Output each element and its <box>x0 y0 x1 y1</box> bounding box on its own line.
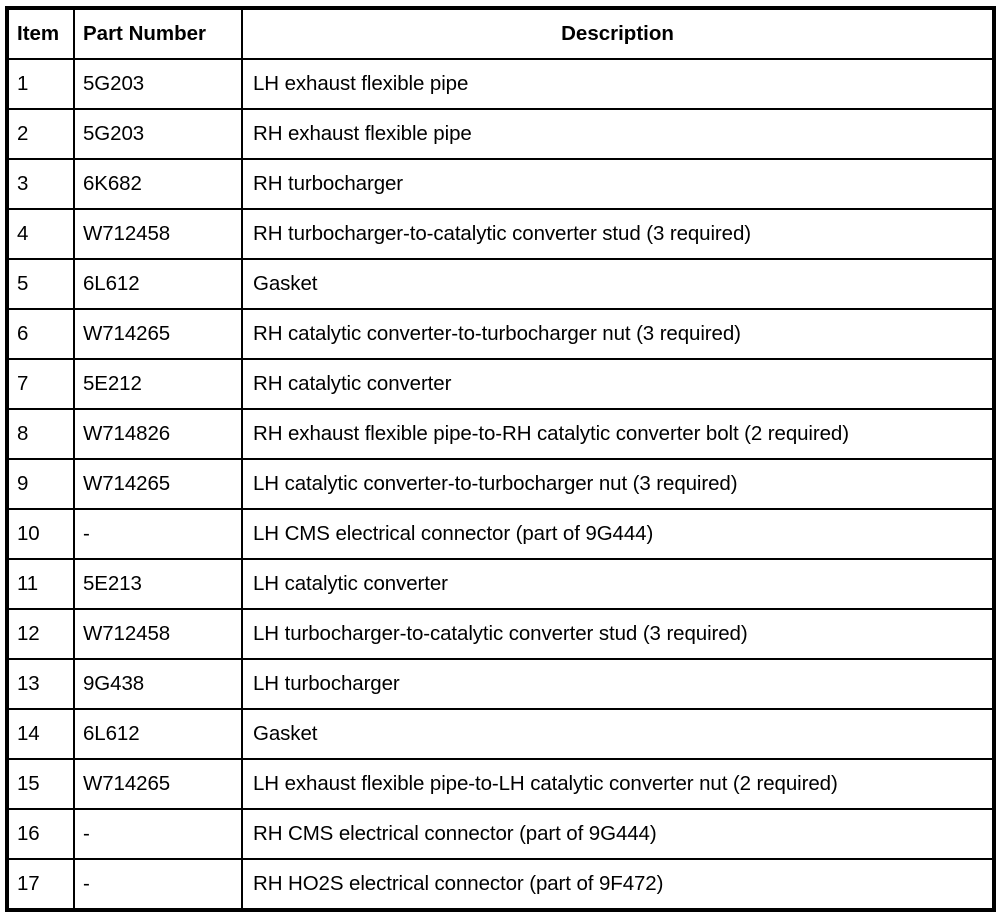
cell-description: LH exhaust flexible pipe <box>241 58 995 110</box>
cell-description: LH turbocharger <box>241 658 995 710</box>
cell-part-number: W714265 <box>73 758 243 810</box>
table-row: 3 6K682 RH turbocharger <box>6 158 995 210</box>
cell-item: 7 <box>6 358 75 410</box>
table-row: 13 9G438 LH turbocharger <box>6 658 995 710</box>
cell-description: RH catalytic converter-to-turbocharger n… <box>241 308 995 360</box>
parts-legend-table: Item Part Number Description 1 5G203 LH … <box>5 6 996 912</box>
cell-description: LH catalytic converter-to-turbocharger n… <box>241 458 995 510</box>
table-row: 6 W714265 RH catalytic converter-to-turb… <box>6 308 995 360</box>
table-row: 1 5G203 LH exhaust flexible pipe <box>6 58 995 110</box>
table-row: 5 6L612 Gasket <box>6 258 995 310</box>
cell-description: RH exhaust flexible pipe <box>241 108 995 160</box>
cell-description: RH turbocharger-to-catalytic converter s… <box>241 208 995 260</box>
cell-description: RH exhaust flexible pipe-to-RH catalytic… <box>241 408 995 460</box>
cell-item: 8 <box>6 408 75 460</box>
cell-item: 6 <box>6 308 75 360</box>
cell-part-number: 5E212 <box>73 358 243 410</box>
table-header: Item Part Number Description <box>6 7 995 60</box>
cell-part-number: W714826 <box>73 408 243 460</box>
cell-part-number: 5G203 <box>73 58 243 110</box>
cell-description: Gasket <box>241 258 995 310</box>
cell-item: 12 <box>6 608 75 660</box>
cell-item: 13 <box>6 658 75 710</box>
table-row: 7 5E212 RH catalytic converter <box>6 358 995 410</box>
cell-part-number: - <box>73 808 243 860</box>
table-row: 4 W712458 RH turbocharger-to-catalytic c… <box>6 208 995 260</box>
table-row: 11 5E213 LH catalytic converter <box>6 558 995 610</box>
table-row: 16 - RH CMS electrical connector (part o… <box>6 808 995 860</box>
cell-part-number: W712458 <box>73 608 243 660</box>
cell-item: 10 <box>6 508 75 560</box>
cell-part-number: W714265 <box>73 458 243 510</box>
cell-item: 11 <box>6 558 75 610</box>
cell-item: 5 <box>6 258 75 310</box>
cell-item: 9 <box>6 458 75 510</box>
cell-description: RH CMS electrical connector (part of 9G4… <box>241 808 995 860</box>
cell-part-number: 6L612 <box>73 708 243 760</box>
cell-description: RH HO2S electrical connector (part of 9F… <box>241 858 995 911</box>
cell-part-number: - <box>73 858 243 911</box>
column-header-part-number: Part Number <box>73 7 243 60</box>
table-row: 9 W714265 LH catalytic converter-to-turb… <box>6 458 995 510</box>
table-row: 8 W714826 RH exhaust flexible pipe-to-RH… <box>6 408 995 460</box>
cell-part-number: W712458 <box>73 208 243 260</box>
cell-description: RH turbocharger <box>241 158 995 210</box>
cell-description: LH turbocharger-to-catalytic converter s… <box>241 608 995 660</box>
cell-item: 16 <box>6 808 75 860</box>
parts-table-sheet: Item Part Number Description 1 5G203 LH … <box>5 6 996 912</box>
cell-part-number: 6K682 <box>73 158 243 210</box>
table-body: 1 5G203 LH exhaust flexible pipe 2 5G203… <box>6 58 995 911</box>
cell-item: 4 <box>6 208 75 260</box>
column-header-item: Item <box>6 7 75 60</box>
table-row: 17 - RH HO2S electrical connector (part … <box>6 858 995 911</box>
cell-part-number: 5G203 <box>73 108 243 160</box>
cell-item: 2 <box>6 108 75 160</box>
table-row: 14 6L612 Gasket <box>6 708 995 760</box>
cell-part-number: 6L612 <box>73 258 243 310</box>
table-row: 12 W712458 LH turbocharger-to-catalytic … <box>6 608 995 660</box>
table-row: 2 5G203 RH exhaust flexible pipe <box>6 108 995 160</box>
cell-description: Gasket <box>241 708 995 760</box>
cell-part-number: 9G438 <box>73 658 243 710</box>
cell-item: 3 <box>6 158 75 210</box>
cell-item: 1 <box>6 58 75 110</box>
cell-description: LH CMS electrical connector (part of 9G4… <box>241 508 995 560</box>
cell-part-number: W714265 <box>73 308 243 360</box>
table-row: 10 - LH CMS electrical connector (part o… <box>6 508 995 560</box>
cell-item: 17 <box>6 858 75 911</box>
column-header-description: Description <box>241 7 995 60</box>
cell-part-number: 5E213 <box>73 558 243 610</box>
cell-description: LH exhaust flexible pipe-to-LH catalytic… <box>241 758 995 810</box>
cell-description: RH catalytic converter <box>241 358 995 410</box>
table-header-row: Item Part Number Description <box>6 7 995 60</box>
cell-part-number: - <box>73 508 243 560</box>
cell-item: 15 <box>6 758 75 810</box>
table-row: 15 W714265 LH exhaust flexible pipe-to-L… <box>6 758 995 810</box>
cell-description: LH catalytic converter <box>241 558 995 610</box>
cell-item: 14 <box>6 708 75 760</box>
